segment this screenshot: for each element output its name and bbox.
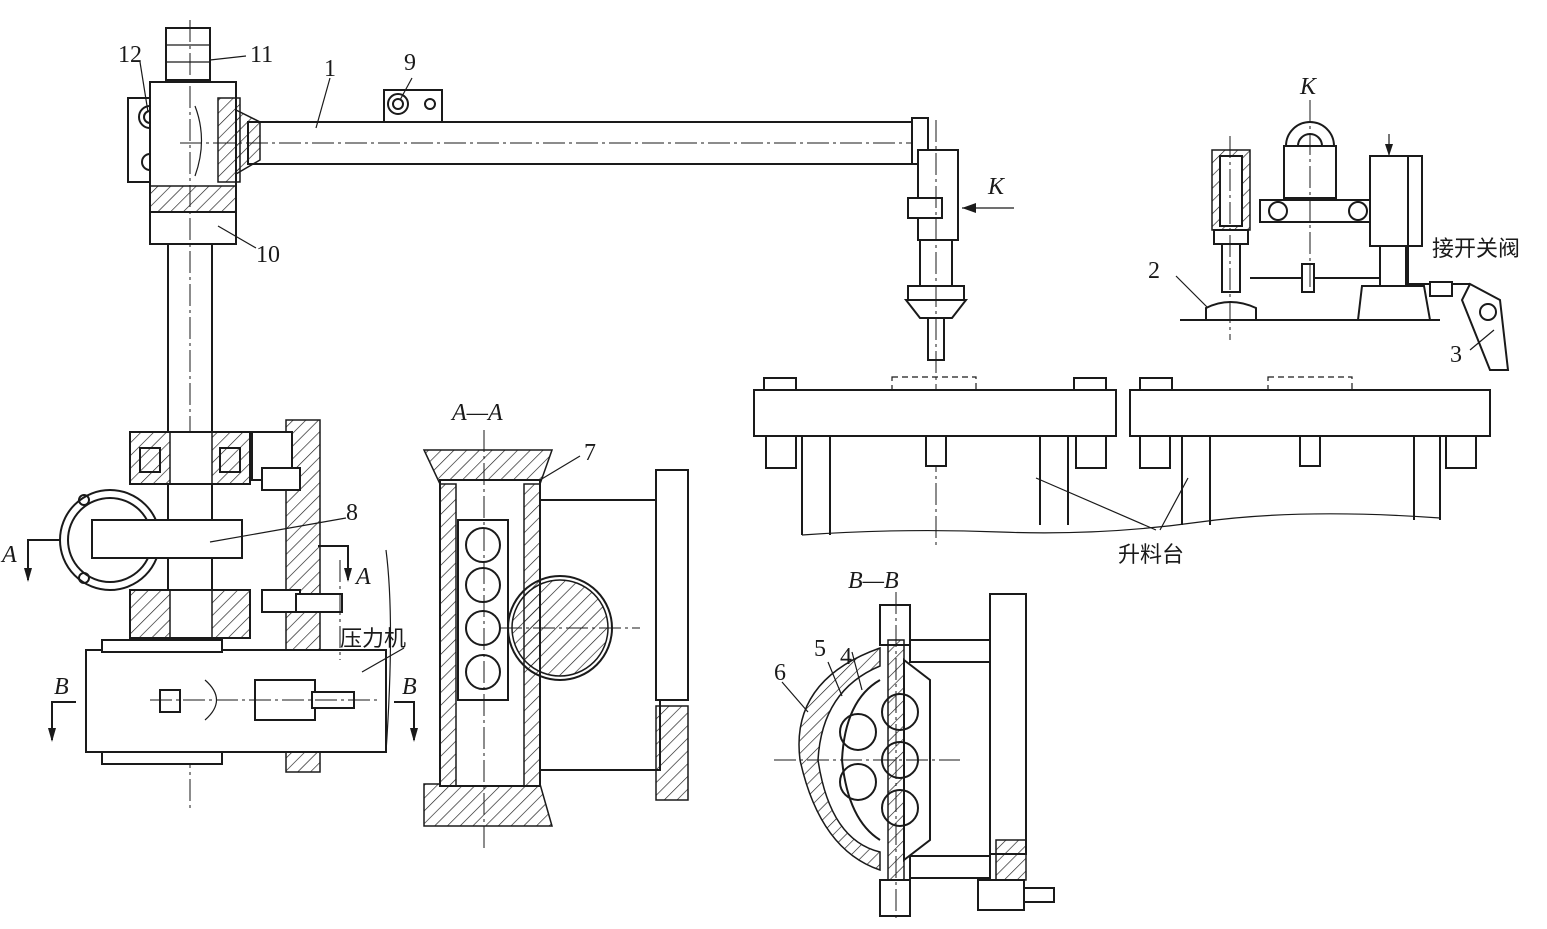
table-left xyxy=(753,389,1117,437)
label-4: 4 xyxy=(840,644,852,670)
label-10: 10 xyxy=(256,242,280,268)
label-press: 压力机 xyxy=(340,627,406,652)
label-8: 8 xyxy=(346,500,358,526)
label-5: 5 xyxy=(814,636,826,662)
label-7: 7 xyxy=(584,440,596,466)
label-b-right: B xyxy=(402,674,417,700)
hub-collar xyxy=(149,211,237,245)
label-a-right: A xyxy=(354,564,371,590)
label-valve: 接开关阀 xyxy=(1432,237,1520,262)
label-a-left: A xyxy=(0,542,17,568)
bb-shell xyxy=(798,646,881,872)
labels: 12 11 1 9 10 8 7 2 3 4 5 6 K K A—A B—B A… xyxy=(0,42,1520,700)
label-b-left: B xyxy=(54,674,69,700)
label-9: 9 xyxy=(404,50,416,76)
label-view-k-arrow: K xyxy=(987,174,1006,200)
section-markers xyxy=(24,539,418,742)
top-nut xyxy=(165,27,211,81)
vacuum-cup xyxy=(903,299,969,319)
view-k xyxy=(1175,100,1510,371)
label-2: 2 xyxy=(1148,258,1160,284)
label-view-k-title: K xyxy=(1299,74,1318,100)
lift-table xyxy=(753,376,1491,536)
head-body xyxy=(917,149,959,241)
label-6: 6 xyxy=(774,660,786,686)
section-bb xyxy=(774,592,1055,920)
label-12: 12 xyxy=(118,42,142,68)
label-lift-table: 升料台 xyxy=(1118,543,1184,568)
label-section-bb: B—B xyxy=(848,568,899,594)
label-11: 11 xyxy=(250,42,273,68)
label-3: 3 xyxy=(1450,342,1462,368)
section-aa xyxy=(422,430,689,850)
suction-head xyxy=(903,117,1014,545)
label-section-aa: A—A xyxy=(450,400,503,426)
leader-lines-main xyxy=(139,55,413,673)
label-1: 1 xyxy=(324,56,336,82)
swing-arm-assembly xyxy=(59,20,920,810)
table-right xyxy=(1129,389,1491,437)
